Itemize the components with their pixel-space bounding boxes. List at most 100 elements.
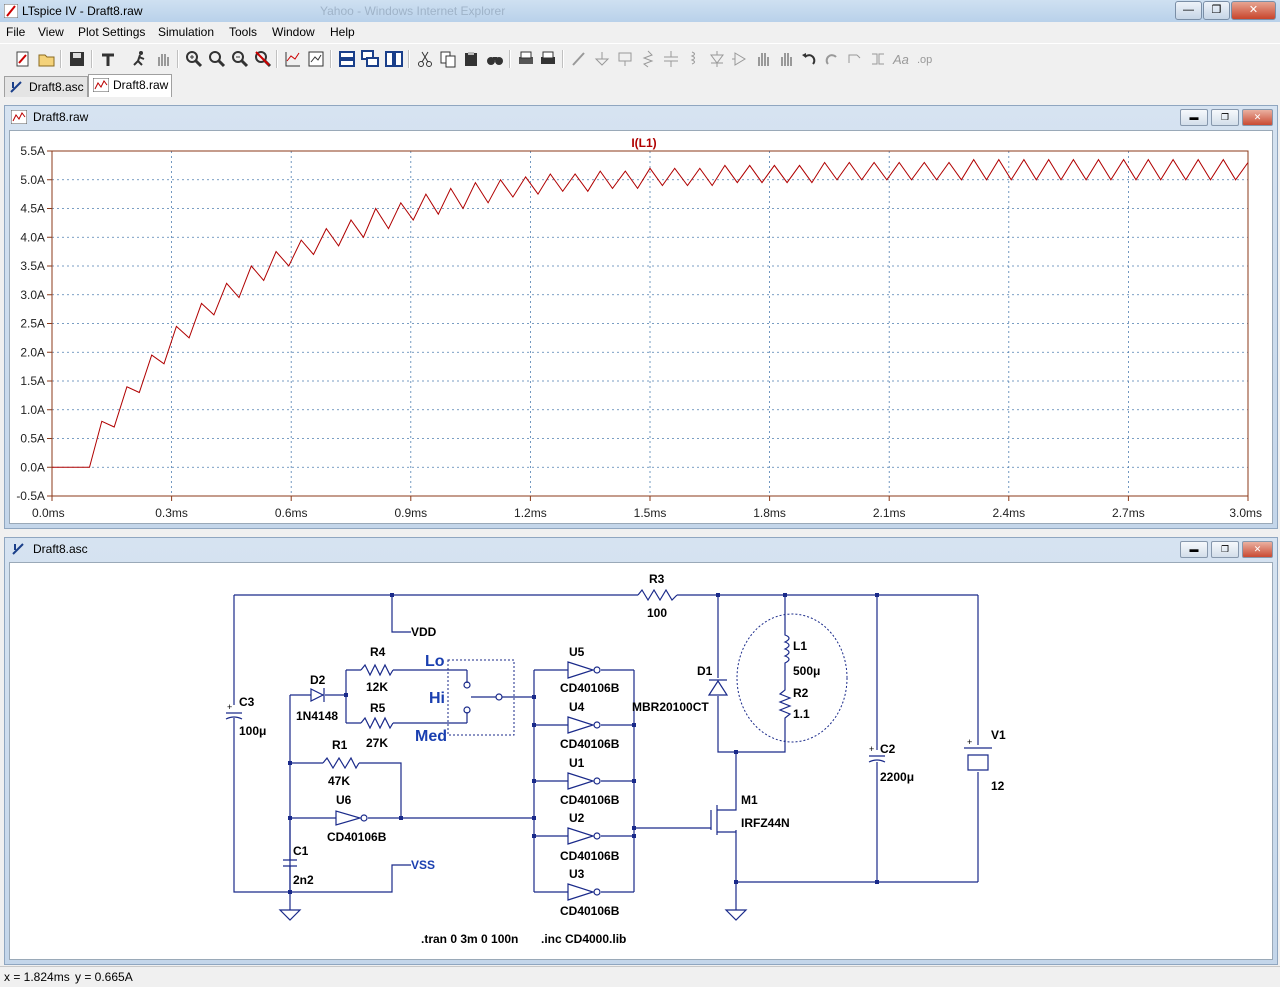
gate-u4[interactable] <box>567 716 601 734</box>
paste-icon[interactable] <box>461 49 481 69</box>
switch-box[interactable] <box>447 659 515 736</box>
voltage-source-v1[interactable]: + <box>964 737 992 771</box>
mirror-icon[interactable] <box>868 49 888 69</box>
spice-directive-tran[interactable]: .tran 0 3m 0 100n <box>421 932 518 946</box>
minimize-button[interactable]: ▬ <box>1180 541 1208 558</box>
tile-vertical-icon[interactable] <box>384 49 404 69</box>
capacitor-c1[interactable] <box>283 859 297 872</box>
waveform-plot[interactable]: 5.5A5.0A4.5A4.0A3.5A3.0A2.5A2.0A1.5A1.0A… <box>10 131 1272 524</box>
capacitor-c2[interactable]: + <box>868 744 886 768</box>
zoom-in-icon[interactable] <box>184 49 204 69</box>
gate-u5[interactable] <box>567 661 601 679</box>
diode-d2[interactable] <box>310 688 325 702</box>
x-tick-label: 0.9ms <box>394 506 427 520</box>
r1-label: R1 <box>332 738 348 752</box>
new-schematic-icon[interactable] <box>13 49 33 69</box>
cascade-icon[interactable] <box>360 49 380 69</box>
autorange-icon[interactable] <box>283 49 303 69</box>
halt-icon[interactable] <box>153 49 173 69</box>
drag-icon[interactable] <box>776 49 796 69</box>
cut-icon[interactable] <box>415 49 435 69</box>
y-tick-label: 3.5A <box>20 259 45 273</box>
tab-draft8-raw[interactable]: Draft8.raw <box>88 74 172 97</box>
close-button[interactable]: ✕ <box>1242 109 1273 126</box>
c2-label: C2 <box>880 742 896 756</box>
menu-plot-settings[interactable]: Plot Settings <box>78 25 146 39</box>
restore-button[interactable]: ❐ <box>1211 109 1239 126</box>
tile-horizontal-icon[interactable] <box>337 49 357 69</box>
move-icon[interactable] <box>753 49 773 69</box>
copy-icon[interactable] <box>438 49 458 69</box>
zoom-area-icon[interactable] <box>230 49 250 69</box>
open-icon[interactable] <box>37 49 57 69</box>
control-panel-icon[interactable] <box>98 49 118 69</box>
capacitor-icon[interactable] <box>661 49 681 69</box>
inductor-icon[interactable] <box>684 49 704 69</box>
capacitor-c3[interactable]: + <box>225 702 243 720</box>
label-net-icon[interactable] <box>615 49 635 69</box>
mosfet-m1[interactable] <box>710 790 737 835</box>
schematic-drawing[interactable]: + + + R3 <box>10 563 1272 960</box>
menu-help[interactable]: Help <box>330 25 355 39</box>
text-icon[interactable]: Aa <box>891 49 911 69</box>
diode-icon[interactable] <box>707 49 727 69</box>
close-button[interactable]: ✕ <box>1231 1 1276 20</box>
resistor-r5[interactable] <box>360 716 394 730</box>
y-tick-label: 1.5A <box>20 374 45 388</box>
save-icon[interactable] <box>67 49 87 69</box>
menu-view[interactable]: View <box>38 25 64 39</box>
y-tick-label: 2.0A <box>20 345 45 359</box>
resistor-r4[interactable] <box>360 663 394 677</box>
gate-u3[interactable] <box>567 883 601 901</box>
zoom-out-icon[interactable] <box>207 49 227 69</box>
l1-label: L1 <box>793 639 807 653</box>
diode-d1[interactable] <box>707 679 729 696</box>
waveform-window-controls: ▬ ❐ ✕ <box>1177 109 1273 126</box>
menu-tools[interactable]: Tools <box>229 25 258 39</box>
inductor-l1-resistor-r2[interactable] <box>736 613 848 743</box>
gate-u6[interactable] <box>335 810 368 826</box>
resistor-r1[interactable] <box>322 756 360 770</box>
restore-button[interactable]: ❐ <box>1211 541 1239 558</box>
resistor-r3[interactable] <box>637 588 678 602</box>
zoom-cancel-icon[interactable] <box>253 49 273 69</box>
menu-window[interactable]: Window <box>272 25 315 39</box>
minimize-button[interactable]: — <box>1175 1 1202 20</box>
run-icon[interactable] <box>130 49 150 69</box>
menu-simulation[interactable]: Simulation <box>158 25 215 39</box>
u2-label: U2 <box>569 811 585 825</box>
undo-icon[interactable] <box>799 49 819 69</box>
toolbar: Aa .op <box>0 43 1280 75</box>
tab-draft8-asc[interactable]: Draft8.asc <box>4 76 88 97</box>
spice-directive-inc[interactable]: .inc CD4000.lib <box>541 932 626 946</box>
minimize-button[interactable]: ▬ <box>1180 109 1208 126</box>
spice-directive-icon[interactable]: .op <box>914 49 934 69</box>
ground-icon[interactable] <box>592 49 612 69</box>
trace-label[interactable]: I(L1) <box>631 136 656 150</box>
print-icon[interactable] <box>538 49 558 69</box>
plot-settings-icon[interactable] <box>306 49 326 69</box>
rotate-icon[interactable] <box>845 49 865 69</box>
waveform-window-title: Draft8.raw <box>9 106 88 128</box>
print-preview-icon[interactable] <box>516 49 536 69</box>
schematic-window-title: Draft8.asc <box>9 538 88 560</box>
component-icon[interactable] <box>730 49 750 69</box>
trace-i-l1[interactable] <box>52 158 1249 468</box>
wire-icon[interactable] <box>569 49 589 69</box>
resistor-icon[interactable] <box>638 49 658 69</box>
gate-u2[interactable] <box>567 827 601 845</box>
menu-file[interactable]: File <box>6 25 26 39</box>
find-icon[interactable] <box>485 49 505 69</box>
u3-value: CD40106B <box>560 904 620 918</box>
svg-text:+: + <box>869 744 874 754</box>
c1-label: C1 <box>293 844 309 858</box>
restore-button[interactable]: ❐ <box>1203 1 1230 20</box>
r5-value: 27K <box>366 736 388 750</box>
schematic-canvas[interactable]: + + + R3 <box>9 562 1273 960</box>
redo-icon[interactable] <box>822 49 842 69</box>
junction-dots <box>288 593 879 894</box>
close-button[interactable]: ✕ <box>1242 541 1273 558</box>
gate-u1[interactable] <box>567 772 601 790</box>
x-tick-label: 2.7ms <box>1112 506 1145 520</box>
